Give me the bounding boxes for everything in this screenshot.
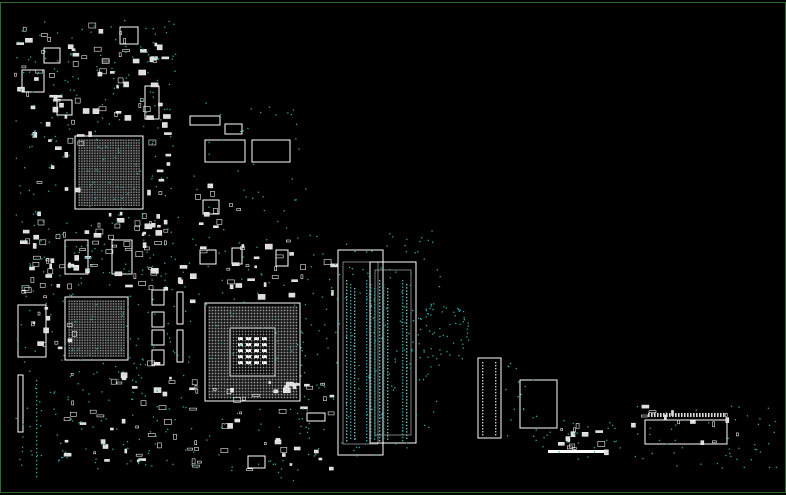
component-box-a bbox=[204, 139, 246, 163]
small-components-layer bbox=[14, 22, 739, 472]
chip-square-right bbox=[519, 379, 558, 429]
component-small-a bbox=[224, 123, 243, 135]
resistor-array-b bbox=[176, 329, 184, 363]
connector-left-thin bbox=[17, 374, 24, 433]
connector-strip bbox=[548, 450, 606, 453]
component-small-b bbox=[202, 199, 220, 215]
inductor-b bbox=[151, 311, 165, 328]
chip-mid-a bbox=[199, 249, 217, 265]
chip-top-left-b bbox=[43, 47, 61, 64]
inductor-d bbox=[151, 349, 165, 366]
bga-chip-lower bbox=[64, 296, 129, 361]
bga-chip-upper bbox=[74, 135, 144, 210]
component-header bbox=[189, 115, 221, 126]
resistor-array-a bbox=[176, 291, 184, 325]
component-box-b bbox=[251, 139, 291, 163]
connector-vertical bbox=[477, 357, 502, 439]
inductor-c bbox=[151, 329, 165, 346]
memory-slot-1 bbox=[337, 249, 384, 456]
component-vertical-top bbox=[144, 85, 160, 120]
via-layer bbox=[15, 20, 777, 482]
chip-top-left-d bbox=[56, 99, 73, 116]
connector-bottom-right bbox=[644, 419, 728, 445]
inductor-a bbox=[151, 289, 165, 306]
chip-bottom-a bbox=[247, 455, 266, 469]
chip-top-left-c bbox=[119, 26, 139, 45]
cpu-socket bbox=[204, 302, 301, 402]
memory-slot-2 bbox=[369, 261, 417, 444]
connector-left bbox=[17, 304, 47, 358]
chip-bottom-b bbox=[306, 412, 326, 422]
chip-mid-b bbox=[231, 247, 243, 265]
